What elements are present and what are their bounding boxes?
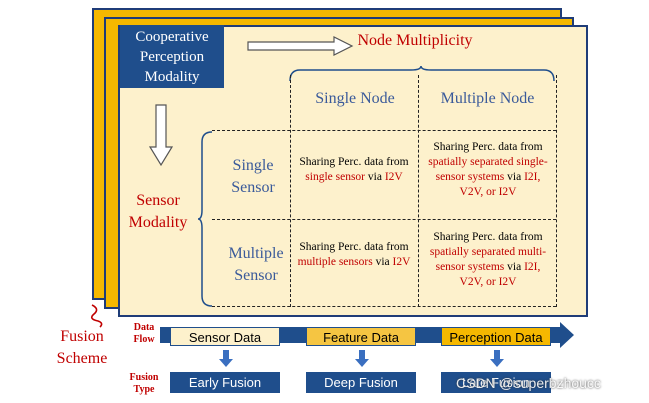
cell-single-sensor-multiple-node: Sharing Perc. data from spatially separa… — [428, 141, 548, 198]
fusion-deep: Deep Fusion — [306, 372, 416, 393]
single-sensor-label: Single Sensor — [231, 157, 275, 196]
single-node-label: Single Node — [315, 90, 395, 107]
node-brace — [289, 66, 555, 82]
cell-multiple-sensor-multiple-node: Sharing Perc. data from spatially separa… — [429, 231, 547, 288]
down-hollow-arrow — [148, 104, 174, 167]
grid-line-h1 — [212, 130, 556, 131]
down-arrow-3 — [490, 350, 504, 367]
cell-multiple-sensor-single-node: Sharing Perc. data from multiple sensors… — [297, 241, 411, 268]
grid-line-v1 — [290, 75, 291, 307]
flow-feature-data: Feature Data — [306, 327, 416, 346]
right-hollow-arrow — [247, 36, 354, 56]
grid-line-h2 — [212, 219, 556, 220]
cell-single-sensor-single-node: Sharing Perc. data from single sensor vi… — [299, 156, 409, 183]
data-flow-label: Data Flow — [133, 322, 155, 345]
sensor-brace — [198, 131, 213, 307]
grid-line-v3 — [556, 75, 557, 307]
watermark: CSDN @superbzhoucc — [456, 375, 601, 391]
flow-sensor-data: Sensor Data — [170, 327, 280, 346]
multiple-sensor-label: Multiple Sensor — [228, 245, 284, 284]
fusion-early: Early Fusion — [170, 372, 280, 393]
flow-perception-data: Perception Data — [441, 327, 551, 346]
coop-modality-label: Cooperative Perception Modality — [135, 28, 209, 85]
grid-line-v2 — [418, 75, 419, 307]
fusion-late: Late Fusion — [441, 372, 551, 393]
down-arrow-2 — [355, 350, 369, 367]
squiggle-mark — [90, 304, 103, 328]
sensor-modality-label: Sensor Modality — [128, 192, 188, 231]
node-multiplicity-label: Node Multiplicity — [357, 32, 473, 49]
coop-modality-box: Cooperative Perception Modality — [120, 25, 224, 88]
down-arrow-1 — [219, 350, 233, 367]
fusion-type-label: Fusion Type — [129, 372, 159, 395]
fusion-scheme-label: Fusion Scheme — [56, 328, 108, 367]
grid-line-h3 — [212, 306, 556, 307]
multiple-node-label: Multiple Node — [440, 90, 535, 107]
